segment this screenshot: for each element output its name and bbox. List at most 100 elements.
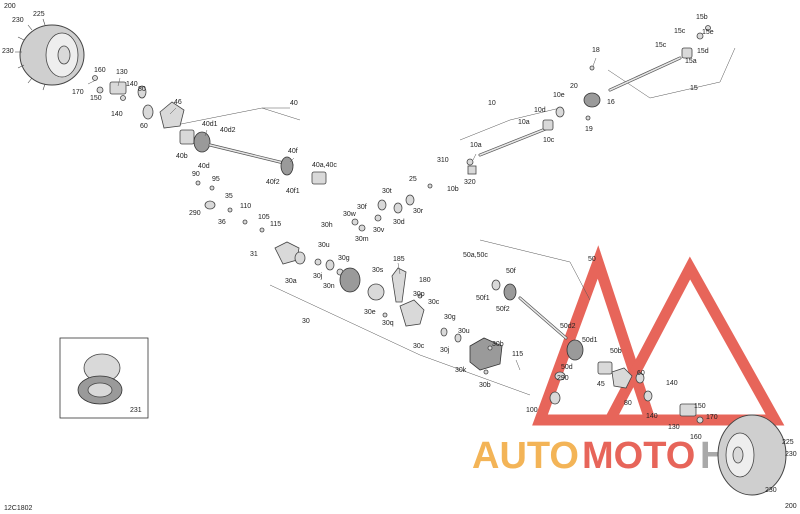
bolt-36 xyxy=(227,207,233,213)
drive-shaft-40 xyxy=(179,129,327,185)
callout-19: 19 xyxy=(585,126,593,133)
callout-115-left: 115 xyxy=(270,221,281,228)
nut-170-left xyxy=(92,75,98,81)
callout-230-top-left: 230 xyxy=(12,17,24,24)
callout-180: 180 xyxy=(419,277,431,284)
callout-130-right: 130 xyxy=(668,424,680,431)
callout-150-left: 150 xyxy=(90,95,102,102)
boot-50d xyxy=(566,339,584,361)
bracket-10 xyxy=(459,107,561,141)
callout-140-right: 140 xyxy=(666,380,678,387)
prop-shaft-15 xyxy=(583,25,711,121)
cap-60-right xyxy=(635,372,645,384)
callout-40f: 40f xyxy=(288,148,298,155)
callout-10a: 10a xyxy=(470,142,482,149)
callout-30g-b: 30g xyxy=(444,314,456,321)
bracket-185 xyxy=(391,267,407,303)
left-tire-tread xyxy=(15,18,46,91)
prop-shaft-10 xyxy=(466,106,565,175)
callout-50d2: 50d2 xyxy=(560,323,576,330)
bolt-90 xyxy=(195,180,201,186)
callout-30e: 30e xyxy=(364,309,376,316)
oring-30s xyxy=(367,283,385,301)
callout-140-left: 140 xyxy=(126,81,138,88)
callout-115-right: 115 xyxy=(512,351,523,358)
callout-50f1: 50f1 xyxy=(476,295,490,302)
watermark-part-moto: MOTO xyxy=(582,435,695,477)
callout-80-left: 80 xyxy=(138,86,146,93)
leader-40f xyxy=(289,157,295,163)
callout-160-left: 160 xyxy=(94,67,106,74)
bolt-105 xyxy=(259,227,265,233)
callout-18: 18 xyxy=(592,47,600,54)
boot-40d xyxy=(193,131,211,153)
callout-10: 10 xyxy=(488,100,496,107)
leader-46 xyxy=(169,107,177,115)
callout-310: 310 xyxy=(437,157,449,164)
callout-30g-a: 30g xyxy=(338,255,350,262)
cv-joint-40b xyxy=(179,129,195,145)
seal-290-left xyxy=(204,200,216,210)
callout-50b: 50b xyxy=(610,348,622,355)
part-50a xyxy=(491,279,501,291)
callout-30j-b: 30j xyxy=(440,347,450,354)
callout-30j-a: 30j xyxy=(313,273,323,280)
callout-40f2: 40f2 xyxy=(266,179,280,186)
callout-140b-right: 140 xyxy=(646,413,658,420)
callout-30m: 30m xyxy=(355,236,369,243)
bolt-30b-a xyxy=(487,345,493,351)
bracket-50 xyxy=(479,239,591,301)
seal-290-right xyxy=(554,371,566,381)
bearing-30a xyxy=(294,251,306,265)
bearing-130-right xyxy=(679,403,697,417)
callout-30s: 30s xyxy=(372,267,384,274)
callout-290-left: 290 xyxy=(189,210,201,217)
part-100 xyxy=(549,391,561,405)
callout-140b-left: 140 xyxy=(111,111,123,118)
callout-230b-bottom-right: 230 xyxy=(765,487,777,494)
bolt-110 xyxy=(242,219,248,225)
bolt-25 xyxy=(427,183,433,189)
bolt-140-left xyxy=(120,95,126,101)
callout-20: 20 xyxy=(570,83,578,90)
bolt-18 xyxy=(589,65,595,71)
callout-30h: 30h xyxy=(321,222,333,229)
washer-30g-b xyxy=(440,327,448,337)
part-30v xyxy=(374,214,382,222)
callout-40a-40c: 40a,40c xyxy=(312,162,337,169)
bracket-15 xyxy=(607,47,736,99)
cluster-30h xyxy=(351,183,433,232)
callout-30u-b: 30u xyxy=(458,328,470,335)
callout-30t: 30t xyxy=(382,188,392,195)
joint-40a xyxy=(311,171,327,185)
knuckle-45-right xyxy=(611,367,633,389)
callout-230b-top-left: 230 xyxy=(2,48,14,55)
callout-160-right: 160 xyxy=(690,434,702,441)
cv-joint-50b xyxy=(597,361,613,375)
callout-50f: 50f xyxy=(506,268,516,275)
callout-30w: 30w xyxy=(343,211,357,218)
callout-30a: 30a xyxy=(285,278,297,285)
callout-45: 45 xyxy=(597,381,605,388)
part-30d xyxy=(393,202,403,214)
callout-80-right: 80 xyxy=(624,400,632,407)
callout-15: 15 xyxy=(690,85,698,92)
callout-46: 46 xyxy=(174,99,182,106)
callout-10e: 10e xyxy=(553,92,565,99)
boot-50f xyxy=(503,283,517,301)
callout-50a-50c: 50a,50c xyxy=(463,252,488,259)
callout-15c-a: 15c xyxy=(674,28,686,35)
leader-130-left xyxy=(117,77,121,87)
washer-150-left xyxy=(96,86,104,94)
callout-30u-a: 30u xyxy=(318,242,330,249)
washer-150-right xyxy=(696,416,704,424)
callout-320: 320 xyxy=(464,179,476,186)
part-30r xyxy=(405,194,415,206)
callout-60-right: 60 xyxy=(637,370,645,377)
gear-30u-a xyxy=(325,259,335,271)
callout-170-left: 170 xyxy=(72,89,84,96)
drive-shaft-50 xyxy=(491,279,613,405)
callout-40d2: 40d2 xyxy=(220,127,236,134)
callout-labels: 200 225 230 230 170 160 150 130 140 140 … xyxy=(2,3,797,510)
callout-30c-b: 30c xyxy=(413,343,425,350)
